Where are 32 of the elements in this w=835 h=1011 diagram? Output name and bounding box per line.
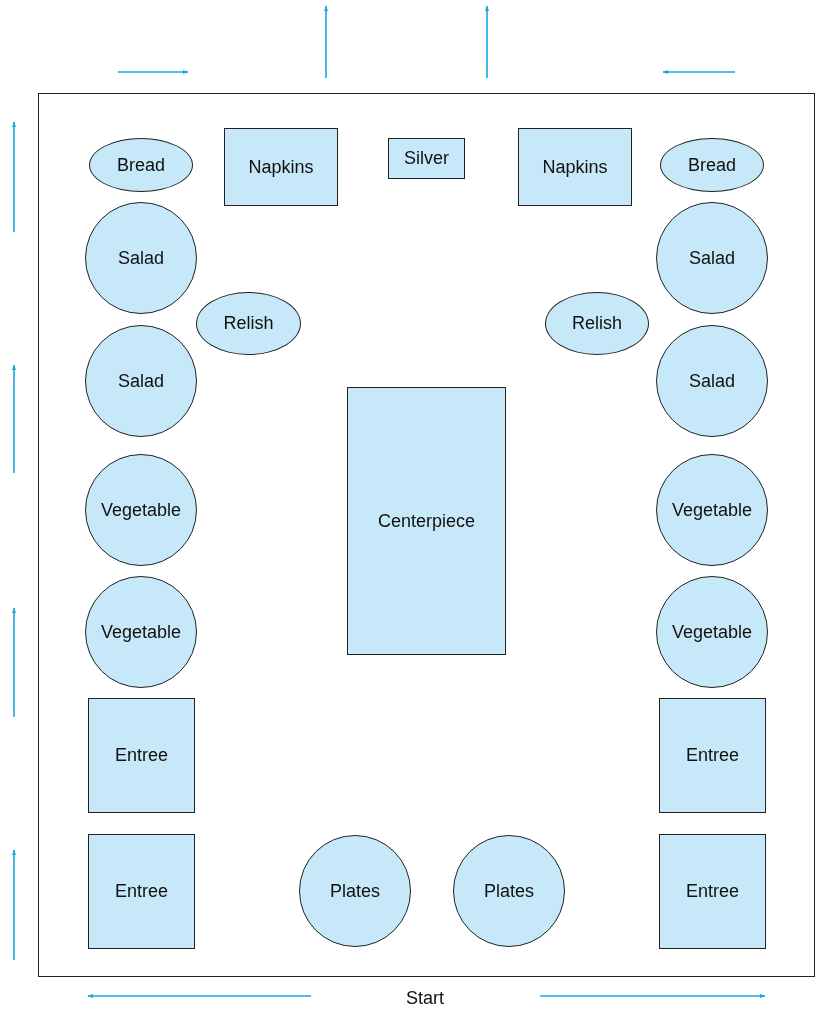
item-label: Bread bbox=[687, 154, 736, 176]
item-label: Vegetable bbox=[671, 499, 753, 521]
item-label: Entree bbox=[114, 881, 168, 902]
item-box bbox=[224, 128, 338, 206]
item-box bbox=[659, 698, 766, 813]
item-label: Plates bbox=[330, 880, 380, 902]
item-box bbox=[347, 387, 506, 655]
item-label: Entree bbox=[114, 745, 168, 766]
item-label: Vegetable bbox=[100, 499, 182, 521]
item-label: Centerpiece bbox=[377, 510, 476, 532]
item-label: Salad bbox=[117, 370, 164, 392]
item-box bbox=[88, 834, 195, 949]
item-label: Napkins bbox=[542, 156, 608, 178]
item-label: Relish bbox=[223, 313, 274, 334]
item-label: Napkins bbox=[248, 156, 314, 178]
item-label: Salad bbox=[688, 370, 735, 392]
item-label: Entree bbox=[685, 881, 739, 902]
item-label: Salad bbox=[688, 247, 735, 269]
start-label: Start bbox=[406, 987, 444, 1009]
item-label: Silver bbox=[404, 148, 449, 169]
item-label: Vegetable bbox=[671, 621, 753, 643]
item-box bbox=[518, 128, 632, 206]
item-label: Relish bbox=[572, 313, 622, 334]
table-outline bbox=[38, 93, 815, 977]
item-label: Entree bbox=[685, 745, 739, 766]
item-box bbox=[388, 138, 465, 179]
item-box bbox=[88, 698, 195, 813]
item-label: Salad bbox=[117, 247, 164, 269]
item-label: Bread bbox=[116, 154, 165, 176]
item-label: Vegetable bbox=[100, 621, 182, 643]
item-label: Plates bbox=[484, 880, 534, 902]
item-box bbox=[659, 834, 766, 949]
